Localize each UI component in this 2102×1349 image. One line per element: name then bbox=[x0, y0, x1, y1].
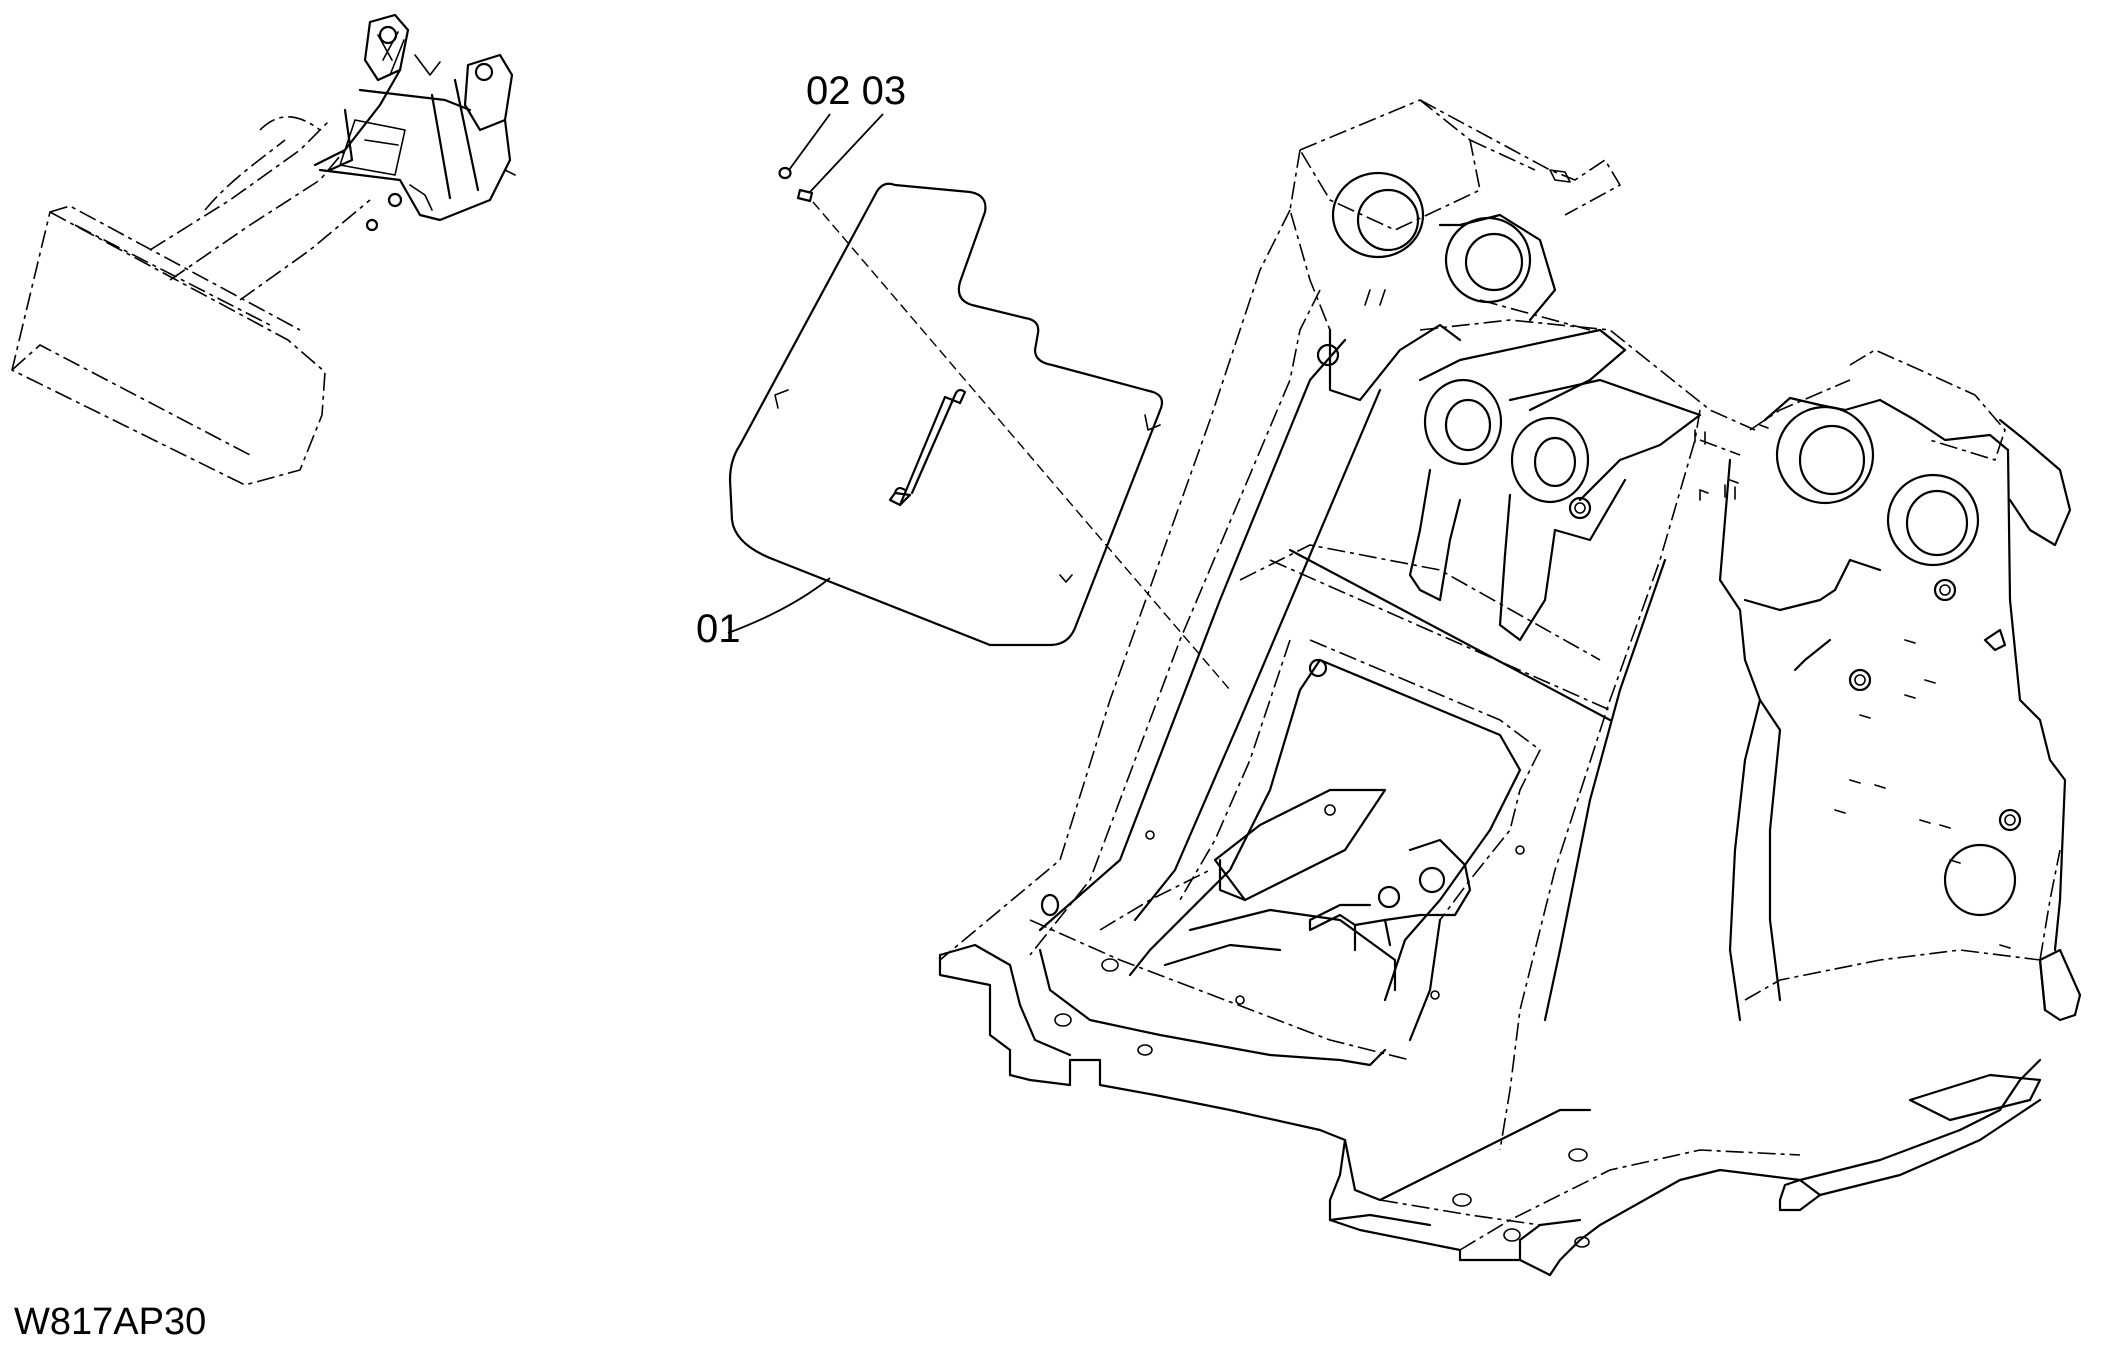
loader-overview-thumbnail bbox=[11, 13, 516, 486]
bolt-part-02 bbox=[778, 166, 792, 180]
callout-01: 01 bbox=[696, 607, 741, 651]
callout-02-03: 02 03 bbox=[806, 69, 906, 113]
cover-plate-part-01 bbox=[728, 182, 1164, 647]
drawing-code: W817AP30 bbox=[14, 1301, 206, 1343]
front-frame-assembly bbox=[938, 99, 2082, 1277]
fasteners-part-02-03 bbox=[778, 166, 1231, 691]
callout-leaders bbox=[727, 113, 884, 634]
assembly-axis-line bbox=[812, 201, 1231, 691]
washer-part-03 bbox=[796, 188, 814, 203]
